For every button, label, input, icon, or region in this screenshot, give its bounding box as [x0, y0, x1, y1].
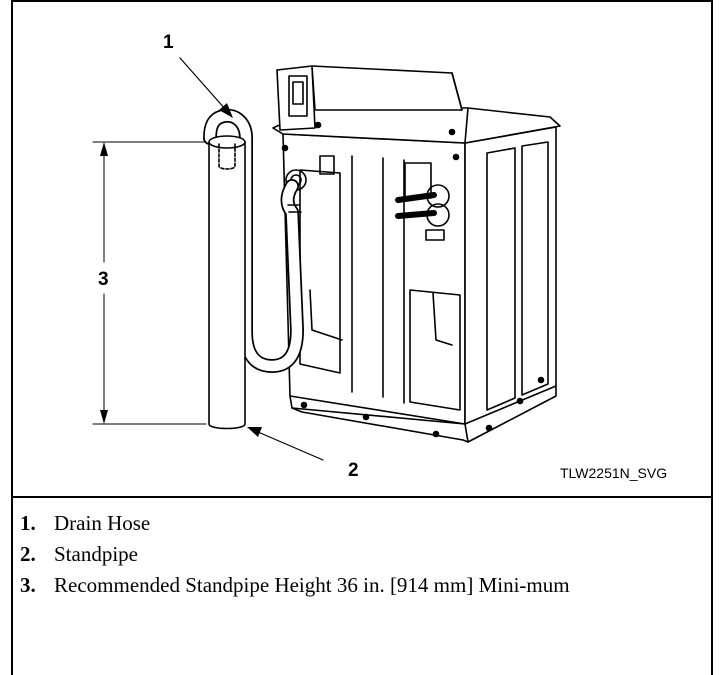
height-dimension	[92, 141, 207, 425]
legend-item-number: 3.	[20, 573, 36, 597]
standpipe	[208, 135, 246, 430]
callout-1: 1	[163, 32, 174, 53]
drain-hose	[203, 108, 304, 373]
washer-back-panel	[272, 65, 561, 443]
legend-item: 1. Drain Hose	[20, 508, 680, 539]
legend-item: 2. Standpipe	[20, 539, 680, 570]
legend-item-text: Drain Hose	[54, 511, 151, 535]
figure-frame	[11, 0, 713, 675]
leader-line-2	[257, 431, 324, 461]
washer-installation-illustration: 1 2 3 TLW2251N_SVG	[92, 32, 667, 481]
figure-divider	[11, 496, 713, 498]
legend-item: 3. Recommended Standpipe Height 36 in. […	[20, 570, 680, 601]
legend-list: 1. Drain Hose 2. Standpipe 3. Recommende…	[20, 508, 680, 601]
legend-item-number: 2.	[20, 542, 36, 566]
legend-item-number: 1.	[20, 511, 36, 535]
figure-id: TLW2251N_SVG	[560, 465, 667, 481]
callout-2: 2	[348, 460, 359, 481]
legend-item-text: Recommended Standpipe Height 36 in. [914…	[54, 573, 570, 597]
callout-3: 3	[98, 269, 109, 290]
legend-item-text: Standpipe	[54, 542, 138, 566]
leader-line-1	[179, 57, 227, 111]
